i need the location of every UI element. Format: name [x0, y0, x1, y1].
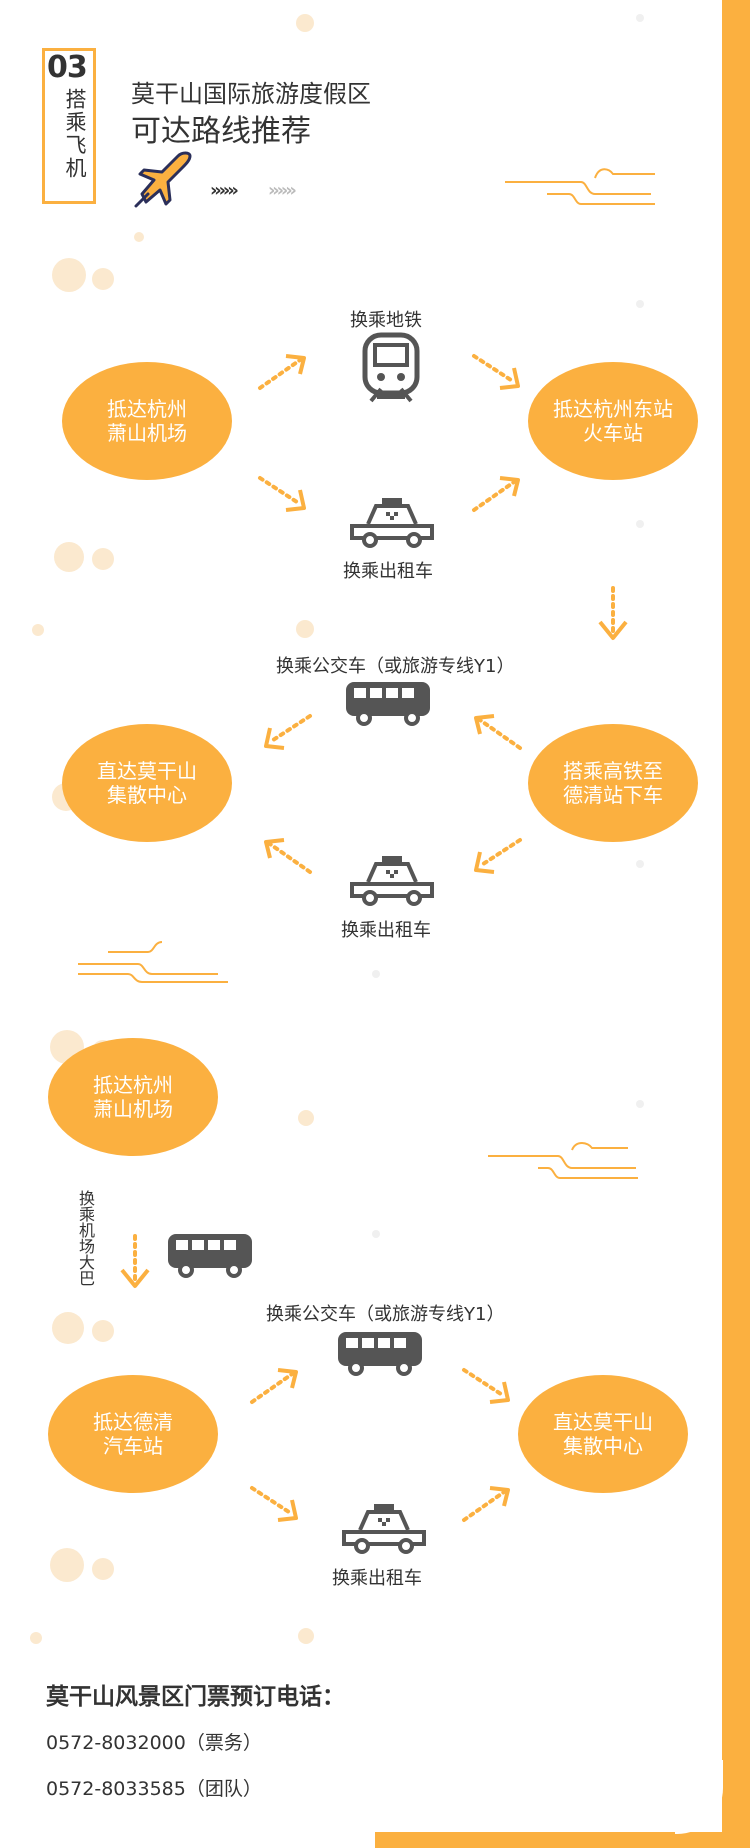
- dotted-arrow-icon: [462, 1368, 510, 1404]
- dotted-arrow-icon: [120, 1234, 150, 1288]
- airplane-icon: [134, 151, 192, 208]
- right-border: [722, 0, 750, 1848]
- label-airport-bus-transfer: 换乘机场大巴: [76, 1190, 95, 1286]
- ticket-hotline-title: 莫干山风景区门票预订电话：: [46, 1684, 345, 1710]
- frame-corner: [675, 1760, 723, 1834]
- node-deqing-station: 搭乘高铁至 德清站下车: [528, 724, 698, 842]
- taxi-icon: [350, 856, 434, 906]
- dotted-arrow-icon: [258, 354, 306, 390]
- node-xiaoshan-airport: 抵达杭州 萧山机场: [62, 362, 232, 480]
- cloud-line-decoration: [505, 168, 655, 205]
- label-subway-transfer: 换乘地铁: [350, 310, 422, 331]
- bus-icon: [346, 682, 430, 726]
- taxi-icon: [350, 498, 434, 548]
- dotted-arrow-icon: [462, 1486, 510, 1522]
- page-title-line1: 莫干山国际旅游度假区: [131, 80, 371, 108]
- cloud-line-decoration: [78, 941, 228, 983]
- ticket-phone: 0572-8032000（票务）: [46, 1732, 262, 1754]
- label-taxi-transfer: 换乘出租车: [343, 561, 433, 582]
- section-title: 搭乘飞机: [63, 88, 87, 180]
- bottom-border: [375, 1832, 750, 1848]
- node-hangzhou-east-station: 抵达杭州东站 火车站: [528, 362, 698, 480]
- dotted-arrow-icon: [598, 586, 628, 640]
- label-taxi-transfer: 换乘出租车: [332, 1568, 422, 1589]
- node-xiaoshan-airport-2: 抵达杭州 萧山机场: [48, 1038, 218, 1156]
- bus-icon: [168, 1234, 252, 1278]
- dotted-arrow-icon: [474, 714, 522, 750]
- node-deqing-bus-station: 抵达德清 汽车站: [48, 1375, 218, 1493]
- label-bus-transfer: 换乘公交车（或旅游专线Y1）: [266, 1304, 505, 1325]
- node-moganshan-center: 直达莫干山 集散中心: [62, 724, 232, 842]
- chevrons-dark-icon: »»»: [210, 180, 239, 201]
- bus-icon: [338, 1332, 422, 1376]
- section-number: 03: [47, 50, 88, 85]
- subway-icon: [362, 332, 420, 403]
- section-number-box: [42, 48, 96, 204]
- dotted-arrow-icon: [472, 476, 520, 512]
- label-taxi-transfer: 换乘出租车: [341, 920, 431, 941]
- cloud-line-decoration: [488, 1142, 638, 1179]
- group-phone: 0572-8033585（团队）: [46, 1778, 262, 1800]
- chevrons-light-icon: »»»: [268, 180, 297, 201]
- dotted-arrow-icon: [258, 476, 306, 512]
- taxi-icon: [342, 1504, 426, 1554]
- dotted-arrow-icon: [264, 714, 312, 750]
- dotted-arrow-icon: [264, 838, 312, 874]
- dotted-arrow-icon: [250, 1486, 298, 1522]
- dotted-arrow-icon: [472, 354, 520, 390]
- page-title-line2: 可达路线推荐: [131, 114, 311, 149]
- dotted-arrow-icon: [474, 838, 522, 874]
- dotted-arrow-icon: [250, 1368, 298, 1404]
- node-moganshan-center-2: 直达莫干山 集散中心: [518, 1375, 688, 1493]
- label-bus-transfer: 换乘公交车（或旅游专线Y1）: [276, 656, 515, 677]
